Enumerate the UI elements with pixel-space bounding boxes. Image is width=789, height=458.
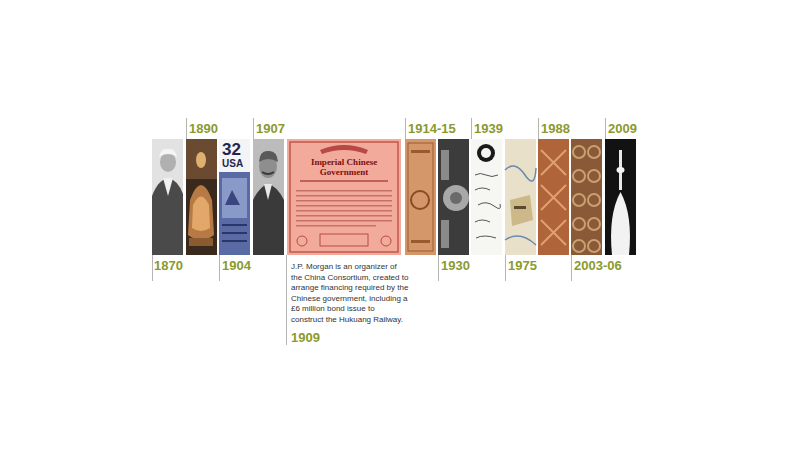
vault-door [438,139,469,255]
year-label: 1914-15 [408,121,456,136]
stamp-country: USA [222,158,243,169]
year-label: 1930 [441,258,470,273]
bond-heading: Imperial Chinese Government [291,157,397,177]
stamp-value: 32 [222,141,241,158]
year-label: 1939 [474,121,503,136]
carved-pattern [538,139,569,255]
tick-lines [153,118,606,345]
letter-document [471,139,502,255]
tower-object [605,139,636,255]
year-label: 1907 [256,121,285,136]
year-label: 1975 [508,258,537,273]
year-label: 1870 [154,258,183,273]
year-label: 1909 [291,330,320,345]
year-label: 1988 [541,121,570,136]
engraved-note [405,139,436,255]
stamp-image [219,139,250,255]
year-label: 2009 [608,121,637,136]
portrait-photo [152,139,183,255]
bond-certificate [287,139,401,255]
ornament-photo [186,139,217,255]
lattice-pattern [571,139,602,255]
portrait-photo [253,139,284,255]
year-label: 2003-06 [574,258,622,273]
year-label: 1890 [189,121,218,136]
year-label: 1904 [222,258,251,273]
map-image [505,139,536,255]
event-description: J.P. Morgan is an organizer of the China… [291,262,409,325]
